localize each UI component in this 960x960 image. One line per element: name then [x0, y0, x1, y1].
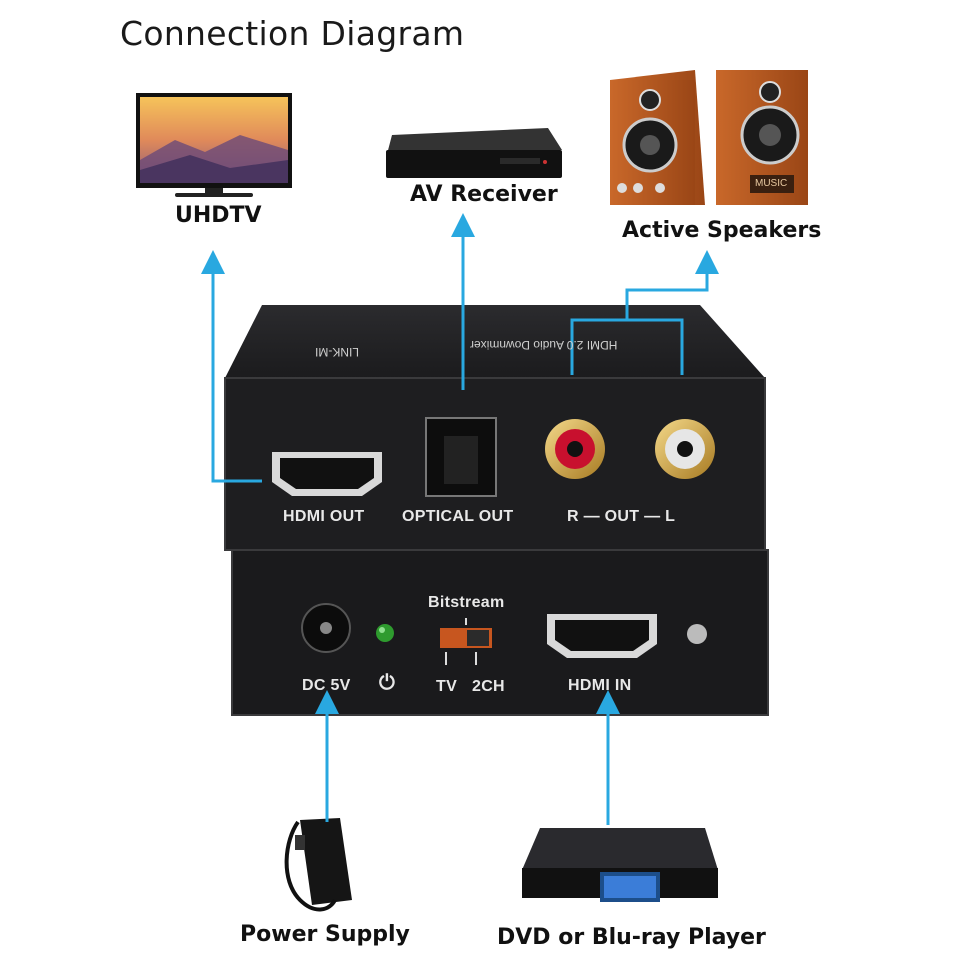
player-label: DVD or Blu-ray Player [497, 925, 766, 950]
hdmi-in-label: HDMI IN [568, 677, 632, 694]
receiver-label: AV Receiver [410, 182, 558, 207]
tv-icon [136, 93, 292, 197]
power-label: Power Supply [240, 922, 410, 947]
power-symbol-icon: ⏻ [379, 672, 396, 694]
model-text: HDMI 2.0 Audio Downmixer [470, 338, 618, 352]
arrow-rca-to-speakers [570, 250, 719, 375]
arrow-hdmi-to-tv [201, 250, 262, 483]
arrow-rca-left-branch [627, 318, 684, 375]
switch-2ch-label: 2CH [472, 678, 505, 695]
downmixer-bottom-panel [231, 549, 769, 716]
page-title: Connection Diagram [120, 14, 465, 53]
downmixer-top-panel [224, 305, 766, 551]
power-adapter-icon [284, 818, 352, 912]
speakers-icon [610, 70, 808, 205]
av-receiver-icon [386, 128, 562, 178]
brand-text: LINK-MI [315, 345, 360, 359]
switch-title: Bitstream [428, 594, 505, 611]
speaker-badge: MUSIC [755, 178, 788, 189]
speakers-label: Active Speakers [622, 218, 822, 243]
rca-out-label: R — OUT — L [567, 508, 676, 525]
tv-label: UHDTV [175, 203, 262, 228]
hdmi-out-label: HDMI OUT [283, 508, 365, 525]
connection-arrows [201, 213, 719, 825]
bluray-player-icon [522, 828, 718, 902]
optical-out-label: OPTICAL OUT [402, 508, 514, 525]
switch-tv-label: TV [436, 678, 458, 695]
dc-label: DC 5V [302, 677, 351, 694]
